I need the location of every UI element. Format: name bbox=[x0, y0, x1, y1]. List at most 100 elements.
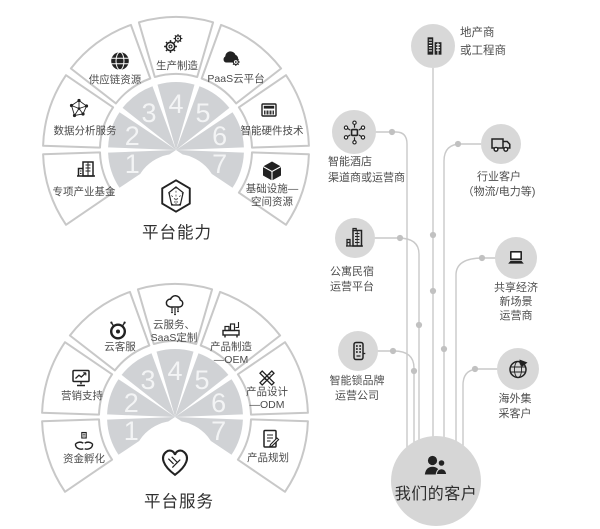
fan-segment-label-line: —OEM bbox=[213, 353, 249, 366]
fan-platform-capability-segment-4-label: 生产制造 bbox=[156, 60, 198, 73]
fan-segment-number: 3 bbox=[141, 98, 156, 128]
gears-icon bbox=[161, 32, 185, 56]
connector-junction-dot bbox=[429, 231, 437, 239]
fan-segment-label-line: 智能硬件技术 bbox=[240, 124, 304, 137]
customer-node-label-line: （物流/电力等) bbox=[462, 186, 536, 198]
fan-platform-service-center-cutout bbox=[133, 421, 217, 505]
iot-hub-icon bbox=[342, 119, 367, 145]
fan-segment-label-line: PaaS云平台 bbox=[207, 72, 265, 85]
connector-junction-dot bbox=[415, 321, 423, 329]
customer-node-hotel bbox=[332, 110, 376, 154]
truck-icon bbox=[489, 132, 513, 156]
fan-platform-capability-ring-segment bbox=[200, 23, 283, 105]
fan-segment-label-line: 供应链资源 bbox=[88, 73, 142, 86]
fan-segment-number: 5 bbox=[194, 365, 209, 395]
fan-platform-service-sector bbox=[175, 353, 229, 417]
fan-segment-label-line: 云服务、 bbox=[153, 318, 195, 331]
apartment-icon bbox=[343, 226, 367, 250]
fan-platform-capability-ring-segment bbox=[69, 23, 152, 105]
customer-node-hotel-label: 智能酒店渠道商或运营商 bbox=[328, 155, 405, 186]
factory-fund-icon bbox=[74, 157, 98, 181]
fan-platform-service-ring-segment bbox=[236, 418, 309, 493]
hands-seed-icon bbox=[72, 429, 96, 453]
connector-junction-dot bbox=[471, 365, 479, 373]
customer-node-industry bbox=[481, 124, 521, 164]
fan-platform-service-ring-segment bbox=[41, 341, 114, 416]
connector-junction-dot bbox=[429, 287, 437, 295]
fan-platform-capability-segment-2-label: 数据分析服务 bbox=[54, 125, 117, 138]
fan-platform-service-sector bbox=[121, 353, 175, 417]
fan-platform-service-segment-2-label: 营销支持 bbox=[61, 390, 103, 403]
fan-segment-label-line: SaaS定制 bbox=[150, 331, 198, 344]
customer-node-apartment bbox=[335, 218, 375, 258]
fan-platform-capability-ring-segment bbox=[237, 151, 310, 226]
connector-sharing bbox=[455, 257, 496, 452]
fan-segment-label-line: 云客服 bbox=[104, 340, 136, 353]
customer-node-label-line: 采客户 bbox=[498, 407, 532, 420]
laptop-icon bbox=[504, 246, 528, 270]
fan-platform-capability-segment-3-label: 供应链资源 bbox=[89, 74, 142, 87]
fan-platform-service-segment-6-label: 产品设计—ODM bbox=[246, 386, 288, 412]
fan-segment-label-line: 空间资源 bbox=[251, 195, 293, 208]
customer-node-label-line: 智能酒店 bbox=[328, 156, 372, 168]
heart-hands-icon bbox=[156, 443, 194, 481]
fan-platform-service-ring-segment bbox=[199, 290, 282, 372]
chip-icon bbox=[257, 98, 281, 122]
fan-platform-service-segment-1-label: 资金孵化 bbox=[63, 453, 105, 466]
fan-segment-number: 1 bbox=[124, 416, 139, 446]
design-tools-icon bbox=[255, 366, 279, 390]
fan-segment-label-line: 产品制造 bbox=[210, 340, 252, 353]
fan-segment-label-line: 专项产业基金 bbox=[52, 185, 116, 198]
fan-segment-number: 1 bbox=[125, 149, 140, 179]
customer-node-label-line: 智能锁品牌 bbox=[329, 375, 385, 387]
connector-junction-dot bbox=[389, 347, 397, 355]
fan-platform-service-segment-3-label: 云客服 bbox=[104, 341, 136, 354]
fan-platform-service-ring-segment bbox=[41, 418, 114, 493]
fan-platform-capability-ring-segment bbox=[42, 151, 115, 226]
buildings-icon bbox=[420, 33, 446, 59]
customer-node-label-line: 新场景 bbox=[499, 296, 533, 308]
fan-platform-service-sector bbox=[107, 379, 175, 417]
connector-junction-dot bbox=[410, 367, 418, 375]
customer-node-developer-label: 地产商或工程商 bbox=[460, 25, 506, 60]
customer-node-sharing-label: 共享经济新场景运营商 bbox=[494, 281, 538, 323]
customer-node-label-line: 共享经济 bbox=[494, 282, 538, 294]
fan-segment-label-line: 生产制造 bbox=[156, 59, 198, 72]
fan-segment-label-line: 数据分析服务 bbox=[53, 124, 117, 137]
our-customers-title: 我们的客户 bbox=[394, 486, 478, 503]
fan-segment-label-line: 产品规划 bbox=[247, 451, 289, 464]
doc-plan-icon bbox=[258, 427, 282, 451]
fan-platform-capability-sector bbox=[108, 112, 176, 150]
fan-platform-capability-sector bbox=[157, 82, 195, 150]
fan-platform-capability-segment-5-label: PaaS云平台 bbox=[207, 73, 264, 86]
fan-segment-number: 7 bbox=[211, 416, 226, 446]
our-customers-hub: 我们的客户 bbox=[391, 436, 481, 526]
customer-node-label-line: 地产商 bbox=[460, 27, 495, 39]
fan-platform-capability-segment-6-label: 智能硬件技术 bbox=[241, 125, 304, 138]
connector-junction-dot bbox=[454, 140, 462, 148]
platform-service-title: 平台服务 bbox=[144, 493, 214, 511]
fan-platform-capability-sector bbox=[176, 112, 244, 150]
fan-segment-number: 3 bbox=[140, 365, 155, 395]
fan-segment-label-line: —ODM bbox=[249, 398, 285, 411]
customer-node-label-line: 行业客户 bbox=[476, 171, 521, 183]
cloud-circuit-icon bbox=[163, 294, 187, 318]
fan-segment-label-line: 基础设施— bbox=[245, 182, 299, 195]
customer-node-label-line: 公寓民宿 bbox=[330, 266, 374, 278]
fan-segment-number: 6 bbox=[211, 388, 226, 418]
cs-bot-icon bbox=[106, 318, 130, 342]
customer-node-label-line: 运营公司 bbox=[335, 390, 379, 402]
data-network-icon bbox=[67, 97, 91, 121]
customer-node-overseas bbox=[497, 348, 539, 390]
customer-node-sharing bbox=[495, 237, 537, 279]
customer-node-developer bbox=[411, 24, 455, 68]
customer-node-lock bbox=[338, 331, 378, 371]
connector-apartment bbox=[374, 237, 420, 452]
monitor-chart-icon bbox=[69, 366, 93, 390]
connector-junction-dot bbox=[478, 254, 486, 262]
customer-node-label-line: 或工程商 bbox=[460, 44, 506, 57]
customer-node-label-line: 渠道商或运营商 bbox=[328, 171, 405, 184]
customers-icon bbox=[422, 452, 450, 478]
connector-junction-dot bbox=[440, 345, 448, 353]
